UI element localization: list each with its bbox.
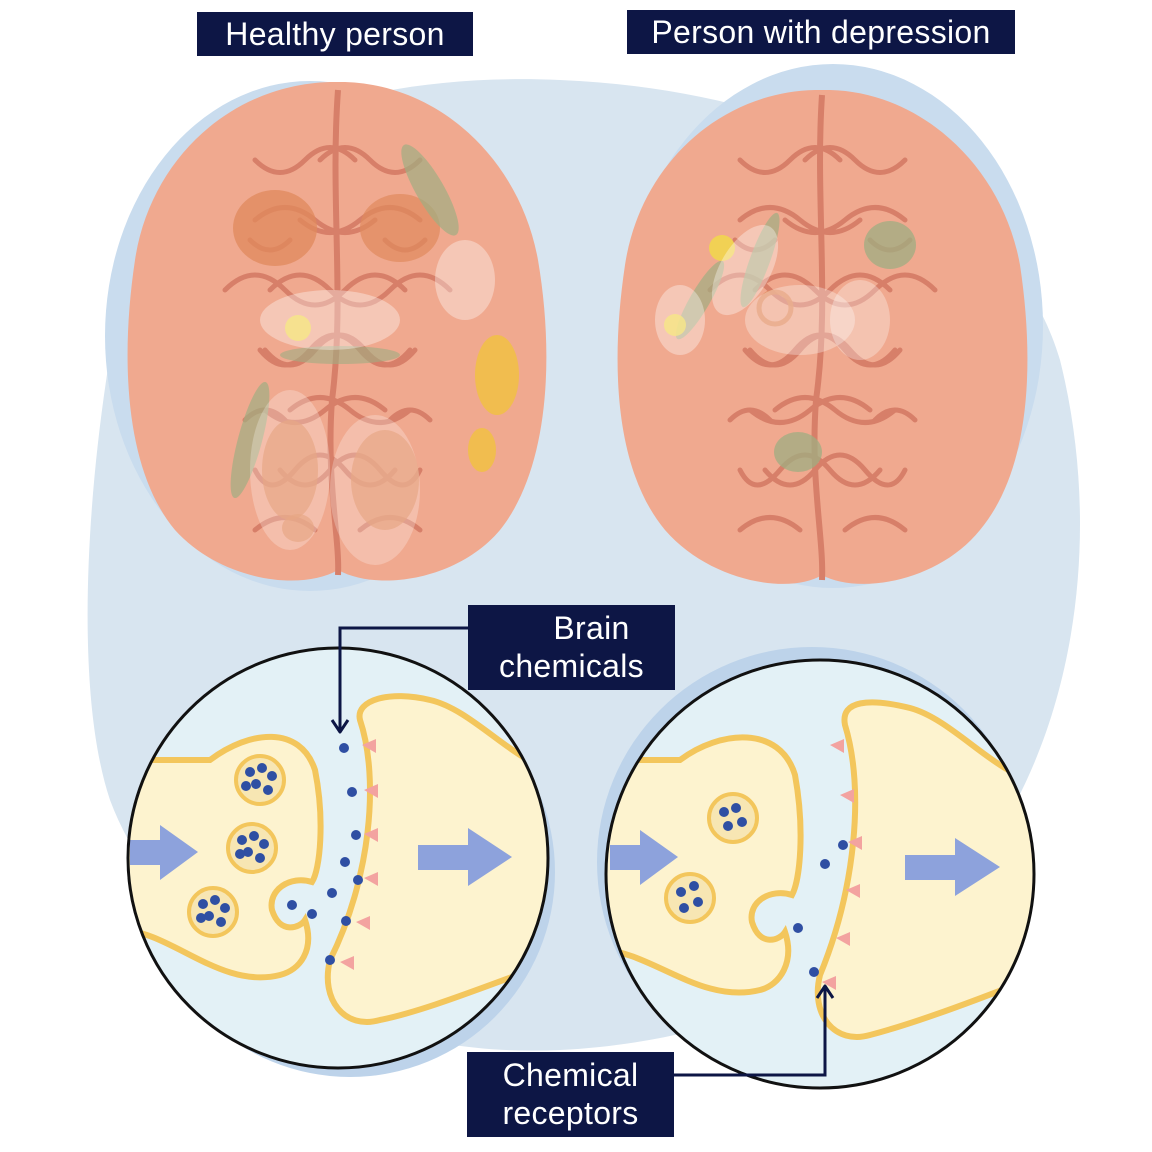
synapse-healthy	[126, 646, 555, 1077]
synapse-depression	[597, 647, 1036, 1090]
pointer-chemical-receptors	[660, 984, 835, 1077]
depression-brain	[617, 64, 1043, 588]
label-brain-chemicals: Brain chemicals	[468, 605, 675, 690]
label-healthy-person: Healthy person	[197, 12, 473, 56]
label-person-with-depression: Person with depression	[627, 10, 1015, 54]
pointer-brain-chemicals	[330, 626, 507, 734]
healthy-brain	[105, 81, 547, 591]
label-chemical-receptors: Chemical receptors	[467, 1052, 674, 1137]
